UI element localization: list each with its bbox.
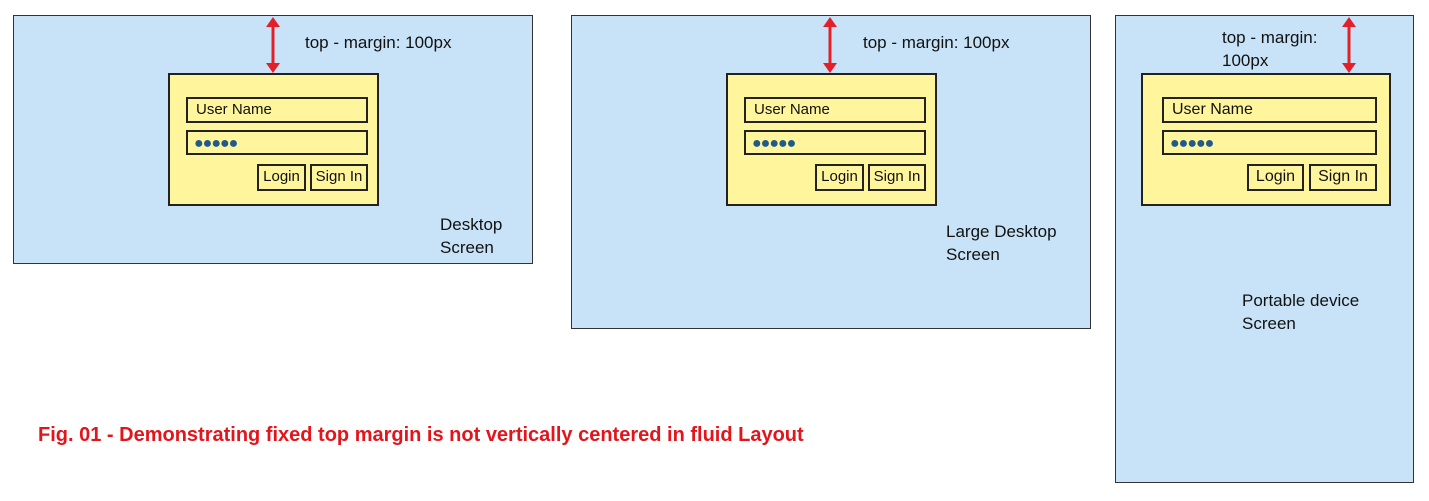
password-input[interactable]: ●●●●● <box>744 130 926 155</box>
top-margin-arrow <box>1342 17 1356 73</box>
top-margin-note: top - margin: 100px <box>863 33 1010 52</box>
username-input[interactable]: User Name <box>1162 97 1377 123</box>
figure-caption: Fig. 01 - Demonstrating fixed top margin… <box>38 424 804 446</box>
top-margin-note: top - margin: 100px <box>1222 28 1318 70</box>
signin-button[interactable]: Sign In <box>1309 164 1377 191</box>
username-input[interactable]: User Name <box>186 97 368 123</box>
top-margin-arrow <box>823 17 837 73</box>
top-margin-note: top - margin: 100px <box>305 33 452 52</box>
password-input[interactable]: ●●●●● <box>186 130 368 155</box>
password-input[interactable]: ●●●●● <box>1162 130 1377 155</box>
screen-label: Large Desktop Screen <box>946 222 1057 264</box>
signin-button[interactable]: Sign In <box>310 164 368 191</box>
signin-button[interactable]: Sign In <box>868 164 926 191</box>
login-button[interactable]: Login <box>1247 164 1304 191</box>
screen-label: Portable device Screen <box>1242 291 1360 333</box>
login-button[interactable]: Login <box>257 164 306 191</box>
username-input[interactable]: User Name <box>744 97 926 123</box>
screen-label: Desktop Screen <box>440 215 503 257</box>
top-margin-arrow <box>266 17 280 73</box>
login-button[interactable]: Login <box>815 164 864 191</box>
